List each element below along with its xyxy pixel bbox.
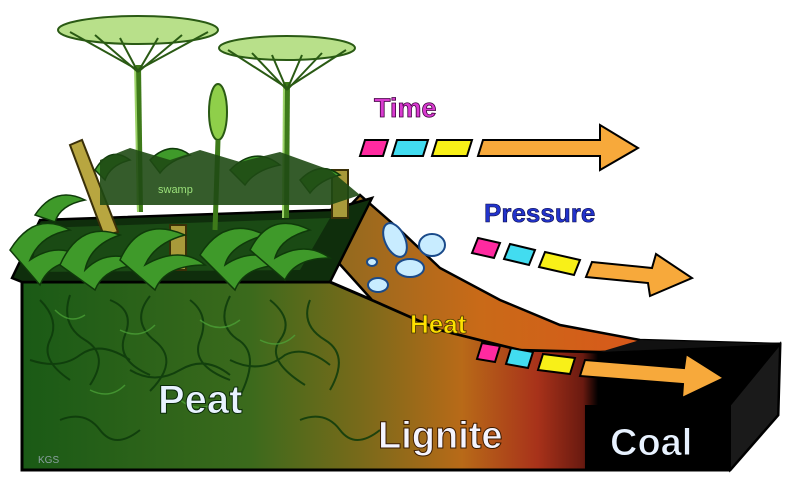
pressure-arrow (470, 236, 695, 298)
peat-root-texture (29, 294, 381, 441)
peat-label: Peat (158, 378, 243, 422)
heat-label: Heat (410, 309, 467, 339)
credit-label: KGS (38, 455, 59, 466)
water-splash-icon (366, 222, 446, 293)
time-label: Time (374, 93, 437, 123)
heat-arrow (475, 341, 727, 400)
coal-label: Coal (610, 422, 692, 464)
coal-front-face (585, 405, 730, 470)
peat-root-highlights (54, 309, 296, 409)
lignite-label: Lignite (378, 415, 503, 457)
coal-top-face (600, 340, 780, 352)
swamp-label: swamp (158, 184, 193, 196)
pressure-label: Pressure (484, 198, 595, 228)
swamp-dark-foliage (100, 148, 360, 205)
time-arrow (358, 123, 640, 172)
